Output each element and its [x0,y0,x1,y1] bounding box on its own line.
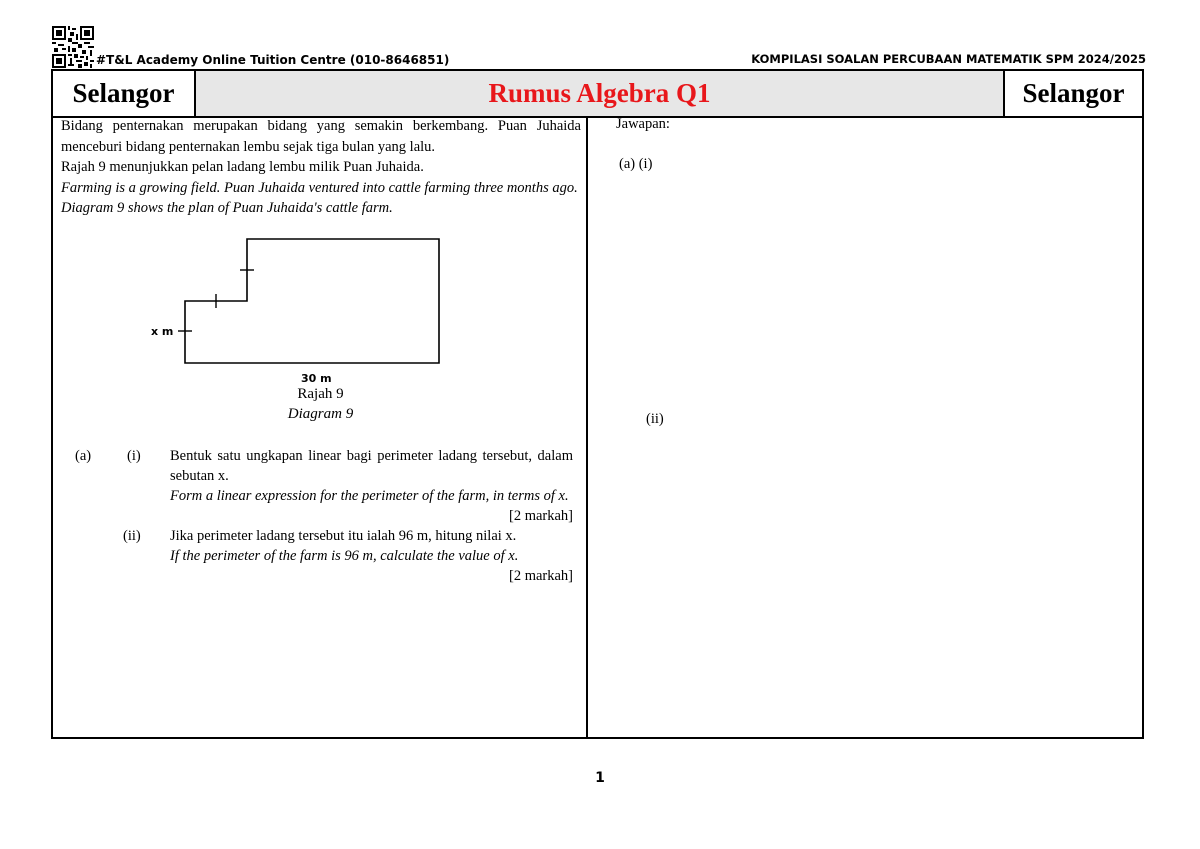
sub-i-text-english: Form a linear expression for the perimet… [170,488,569,504]
state-label-right: Selangor [1003,71,1142,116]
intro-english-diagram: Diagram 9 shows the plan of Puan Juhaida… [61,200,393,216]
topic-title: Rumus Algebra Q1 [196,71,1003,116]
page-header-left: #T&L Academy Online Tuition Centre (010-… [52,20,449,68]
sub-i-text-malay: Bentuk satu ungkapan linear bagi perimet… [170,448,573,484]
sub-ii-text-malay: Jika perimeter ladang tersebut itu ialah… [170,528,517,544]
intro-malay-diagram: Rajah 9 menunjukkan pelan ladang lembu m… [61,159,424,175]
farm-outline [184,238,440,364]
answer-label-ii: (ii) [646,411,664,427]
page-number: 1 [595,770,605,786]
part-a-label: (a) [75,448,92,464]
answer-column: Jawapan: (a) (i) (ii) [588,116,1142,737]
sub-i-label: (i) [127,448,141,464]
answer-heading: Jawapan: [616,116,670,132]
title-bar: Selangor Rumus Algebra Q1 Selangor [53,71,1142,118]
question-box: Selangor Rumus Algebra Q1 Selangor Bidan… [51,69,1144,739]
academy-name: #T&L Academy Online Tuition Centre (010-… [96,53,450,67]
state-label-left: Selangor [53,71,196,116]
intro-english: Farming is a growing field. Puan Juhaida… [61,179,578,196]
part-a-ii: (ii) Jika perimeter ladang tersebut itu … [53,526,588,586]
diagram-caption-english: Diagram 9 [287,406,354,422]
intro-malay: Bidang penternakan merupakan bidang yang… [61,118,581,155]
diagram-caption-malay: Rajah 9 [297,386,344,402]
sub-ii-label: (ii) [123,528,141,544]
question-parts: (a) (i) Bentuk satu ungkapan linear bagi… [53,446,588,586]
sub-ii-text-english: If the perimeter of the farm is 96 m, ca… [170,548,519,564]
base-length-label: 30 m [301,372,332,384]
answer-label-a-i: (a) (i) [619,156,653,172]
question-column: Bidang penternakan merupakan bidang yang… [53,116,588,737]
side-length-label: x m [151,325,173,338]
farm-plan-diagram: x m 30 m [151,238,440,384]
content-body: Bidang penternakan merupakan bidang yang… [53,116,1142,737]
sub-i-marks: [2 markah] [508,508,573,524]
sub-ii-marks: [2 markah] [508,568,573,584]
compilation-title: KOMPILASI SOALAN PERCUBAAN MATEMATIK SPM… [751,52,1146,66]
part-a-i: (a) (i) Bentuk satu ungkapan linear bagi… [53,446,588,526]
question-intro: Bidang penternakan merupakan bidang yang… [61,116,581,219]
qr-code-icon [52,26,94,68]
